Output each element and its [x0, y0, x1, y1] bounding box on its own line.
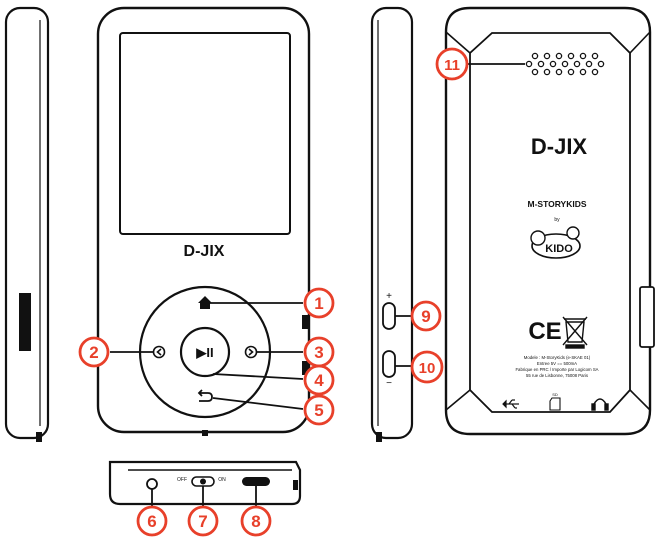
info-line-1: Modele : M-StoryKids (e-SKAE 01) — [524, 355, 591, 360]
svg-text:8: 8 — [251, 512, 260, 531]
microsd-slot — [19, 293, 31, 351]
svg-text:10: 10 — [419, 360, 436, 377]
svg-text:7: 7 — [198, 512, 207, 531]
weee-bin-icon — [562, 316, 588, 349]
back-view: D-JIX M-STORYKIDS by KIDO CE Modele : M-… — [444, 6, 655, 436]
play-pause-icon: ▶II — [195, 345, 213, 360]
callout-9: 9 — [410, 300, 442, 332]
svg-text:SD: SD — [552, 392, 558, 397]
callout-7: 7 — [187, 505, 219, 537]
back-arrow-icon — [197, 389, 213, 402]
previous-button[interactable] — [152, 345, 166, 359]
svg-text:−: − — [386, 378, 392, 389]
svg-text:3: 3 — [314, 343, 323, 362]
volume-up-button[interactable] — [382, 302, 396, 330]
play-pause-button[interactable] — [179, 326, 231, 378]
headphone-jack — [146, 478, 158, 490]
svg-text:5: 5 — [314, 401, 323, 420]
info-line-3: Fabrique en PRC / Importe par Logicom SA — [515, 367, 598, 372]
svg-text:11: 11 — [444, 57, 460, 74]
front-logo: D-JIX — [184, 243, 225, 260]
chevron-right-icon — [248, 348, 254, 356]
headphones-icon — [591, 398, 609, 411]
svg-text:KIDO: KIDO — [545, 243, 573, 255]
off-label: OFF — [177, 477, 187, 483]
callout-10: 10 — [410, 350, 444, 384]
callout-3: 3 — [303, 336, 335, 368]
callout-5: 5 — [303, 394, 335, 426]
back-logo: D-JIX — [531, 134, 588, 159]
info-line-2: Entree 5V == 500mA — [537, 361, 577, 366]
volume-down-button[interactable] — [382, 350, 396, 378]
chevron-left-icon — [156, 348, 162, 356]
front-view: D-JIX ▶II — [96, 6, 311, 436]
speaker-grille — [525, 52, 605, 76]
right-side-view: + − — [370, 6, 414, 442]
callout-2: 2 — [78, 336, 110, 368]
next-button[interactable] — [244, 345, 258, 359]
callout-4: 4 — [303, 364, 335, 396]
callout-6: 6 — [136, 505, 168, 537]
back-button[interactable] — [197, 389, 213, 402]
usb-port — [242, 477, 270, 486]
callouts: 1 2 3 4 5 6 7 8 — [78, 47, 469, 537]
kido-logo: KIDO — [530, 226, 581, 259]
callout-8: 8 — [240, 505, 272, 537]
info-line-4: 55 rue de Lisbonne, 75008 Paris — [526, 373, 588, 378]
home-button[interactable] — [198, 296, 212, 309]
callout-1: 1 — [303, 287, 335, 319]
usb-icon — [502, 399, 519, 409]
screen — [119, 32, 291, 235]
svg-text:1: 1 — [314, 294, 323, 313]
ce-mark: CE — [528, 318, 561, 345]
left-side-view — [4, 6, 50, 442]
bottom-edge-view: OFF ON — [108, 460, 302, 506]
svg-text:9: 9 — [421, 307, 430, 326]
callout-11: 11 — [435, 47, 469, 81]
svg-text:2: 2 — [89, 343, 98, 362]
microsd-icon: SD — [549, 392, 561, 411]
svg-text:6: 6 — [147, 512, 156, 531]
svg-text:4: 4 — [314, 371, 324, 390]
by-label: by — [554, 217, 560, 223]
on-label: ON — [218, 477, 226, 483]
home-icon — [198, 296, 212, 309]
model-name: M-STORYKIDS — [527, 199, 586, 209]
svg-text:+: + — [386, 291, 392, 302]
